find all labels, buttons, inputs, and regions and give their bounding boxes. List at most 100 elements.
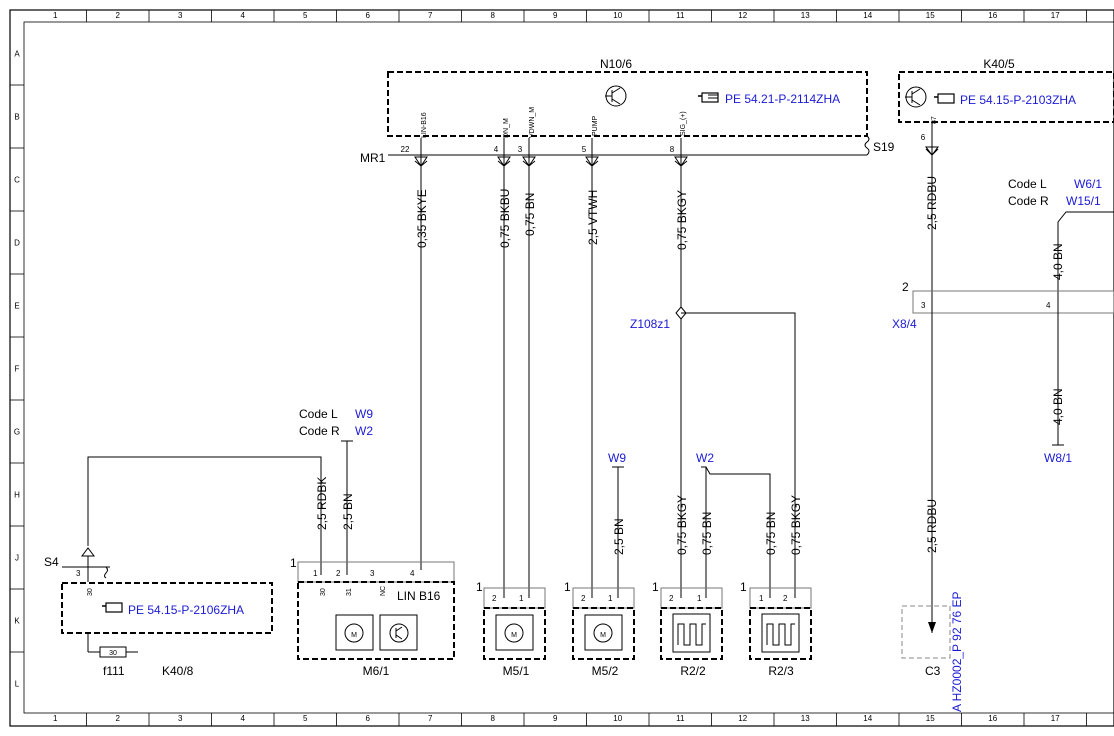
code-l-value[interactable]: W9: [355, 407, 373, 421]
motor-icon: M: [335, 614, 374, 651]
m6-1-pin-2-name: 31: [346, 588, 353, 596]
grid-row-label: H: [14, 491, 20, 500]
grid-col-label: 8: [491, 714, 496, 723]
grid-row-label: K: [14, 617, 20, 626]
r2-3-pin-a: 1: [759, 594, 764, 603]
transistor-icon: [379, 614, 418, 651]
r2-2-outline: [660, 607, 723, 660]
k40-5-title: K40/5: [983, 57, 1015, 71]
grid-row-label: A: [14, 50, 20, 59]
x8-4-pin-4: 4: [1046, 301, 1051, 310]
m5-1-outline: [483, 607, 546, 660]
grid-col-label: 10: [613, 11, 622, 20]
m6-1-pin-3: 3: [370, 569, 375, 578]
code-r-value[interactable]: W15/1: [1066, 194, 1101, 208]
code-l-label: Code L: [299, 407, 338, 421]
grid-row-label: G: [14, 428, 20, 437]
m6-1-pin-4: 4: [410, 569, 415, 578]
n10-6-pin-4: 4 DN_M: [494, 118, 510, 155]
x8-4-title[interactable]: X8/4: [892, 317, 917, 331]
mr1-label: MR1: [360, 151, 386, 165]
m5-2-conn-num: 1: [564, 580, 571, 594]
pin-number: 4: [494, 145, 499, 154]
n10-6-pin-8: 8 SIG_(+): [670, 111, 687, 155]
m6-1-wire-rdbk: 2,5 RDBK: [315, 477, 329, 530]
grid-row-label: J: [15, 554, 19, 563]
grid-col-label: 2: [116, 11, 121, 20]
w9-label[interactable]: W9: [608, 451, 626, 465]
r2-3-conn-num: 1: [740, 580, 747, 594]
pin-name: PUMP: [592, 115, 599, 136]
c3-ref-link[interactable]: A HZ0002_P 92 76 EP: [950, 591, 964, 712]
grid-col-label: 4: [241, 11, 246, 20]
c3-wire-label: 2,5 RDBU: [925, 499, 939, 553]
transistor-icon: [605, 85, 627, 107]
module-n10-6: N10/6 PE 54.21-P-2114ZHA MR1 S19 22 LIN-…: [360, 57, 895, 165]
f111-label: f111: [103, 664, 125, 678]
pin-number: 3: [518, 145, 523, 154]
w8-1-label[interactable]: W8/1: [1044, 451, 1072, 465]
wire-label-bkgy: 0,75 BKGY: [675, 190, 689, 250]
transistor-icon: [905, 86, 927, 108]
component-m5-2: 1 2 1 M M5/2: [564, 580, 635, 678]
x8-4-pin-2: 2: [902, 280, 909, 294]
grid-row-label: C: [14, 176, 20, 185]
n10-6-ref-link[interactable]: PE 54.21-P-2114ZHA: [725, 92, 840, 106]
pin-number: 5: [582, 145, 587, 154]
hand-pointer-icon: [934, 93, 955, 104]
wire-label-vtwh: 2,5 VTWH: [586, 190, 600, 245]
s4-label: S4: [44, 555, 59, 569]
m6-1-pin-1-name: 30: [320, 588, 327, 596]
pin-number: 8: [670, 145, 675, 154]
grid-col-label: 1: [53, 11, 58, 20]
grid-row-label: F: [15, 365, 20, 374]
grid-col-label: 14: [863, 714, 872, 723]
hand-pointer-icon: [698, 92, 719, 103]
connector-x8-4: 2 3 4 X8/4 4,0 BN W8/1 2,5 RDBU: [892, 280, 1114, 633]
grid-col-label: 16: [988, 11, 997, 20]
svg-text:M: M: [351, 632, 357, 639]
component-m6-1: 1 1 2 3 4 30 31 NC LIN B16 M M6/1: [290, 556, 455, 678]
component-r2-2: 1 2 1 R2/2: [652, 580, 723, 678]
code-r-label: Code R: [1008, 194, 1049, 208]
grid-col-label: 14: [863, 11, 872, 20]
m6-1-conn-num: 1: [290, 556, 297, 570]
x8-4-outline: [912, 290, 1114, 314]
grid-col-label: 4: [241, 714, 246, 723]
grid-col-label: 7: [428, 11, 433, 20]
r2-3-pin-b: 2: [783, 594, 788, 603]
k40-8-ref-link[interactable]: PE 54.15-P-2106ZHA: [128, 603, 244, 617]
m5-1-pin-a: 2: [492, 594, 497, 603]
r2-3-outline: [749, 607, 812, 660]
grid-col-label: 15: [926, 714, 935, 723]
connector-arrow: [925, 146, 939, 156]
code-l-value[interactable]: W6/1: [1074, 177, 1102, 191]
m6-1-wire-bn: 2,5 BN: [341, 493, 355, 530]
code-r-value[interactable]: W2: [355, 424, 373, 438]
k40-5-pin-number: 6: [921, 133, 926, 142]
m6-1-pin-3-name: NC: [380, 586, 387, 596]
k40-5-outline: [898, 71, 1114, 123]
k40-8-title: K40/8: [162, 664, 194, 678]
z108z1-label[interactable]: Z108z1: [630, 317, 670, 331]
module-k40-5: K40/5 PE 54.15-P-2103ZHA 6 87 2,5 RDBU: [898, 57, 1114, 298]
svg-text:M: M: [600, 632, 606, 639]
grid-col-label: 7: [428, 714, 433, 723]
heater-element-icon: [761, 613, 800, 653]
w2-label[interactable]: W2: [696, 451, 714, 465]
connector-arrow: [81, 547, 95, 557]
m5-2-pin-a: 2: [581, 594, 586, 603]
grid-col-label: 1: [53, 714, 58, 723]
n10-6-pin-3: 3 VDWN_M: [518, 107, 536, 155]
svg-text:M: M: [511, 632, 517, 639]
n10-6-pin-22: 22 LIN-B16: [401, 112, 428, 155]
pin-name: DN_M: [503, 118, 510, 138]
r2-3-wire-bkgy: 0,75 BKGY: [789, 495, 803, 555]
arrow-icon: [928, 622, 936, 633]
grid-col-label: 17: [1051, 11, 1060, 20]
ground-w2: W2 0,75 BN 0,75 BN: [696, 451, 778, 598]
frame-border: [9, 9, 1114, 727]
k40-5-ref-link[interactable]: PE 54.15-P-2103ZHA: [960, 93, 1076, 107]
m5-2-outline: [572, 607, 635, 660]
